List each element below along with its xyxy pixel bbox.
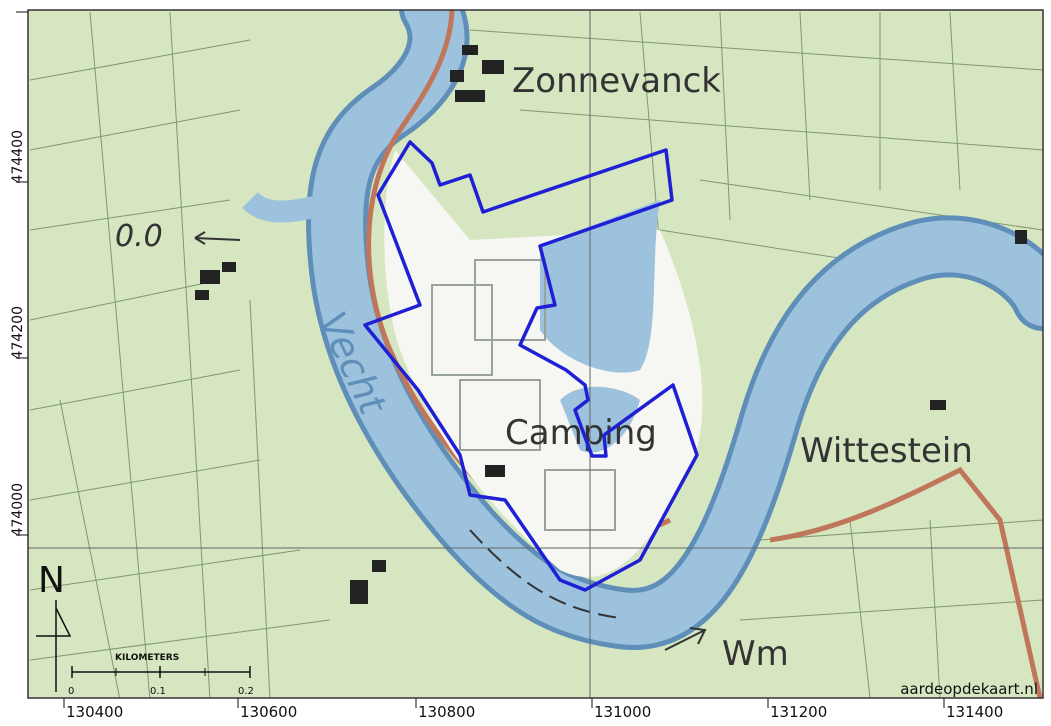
spot-height-arrow: [194, 231, 241, 245]
buildings: [195, 45, 1027, 604]
attribution-label[interactable]: aardeopdekaart.nl: [900, 680, 1038, 698]
x-tick-label: 130800: [418, 703, 475, 721]
x-tick-label: 131000: [594, 703, 651, 721]
scale-bar-tick: 0: [68, 686, 74, 697]
river-side-arm: [242, 189, 348, 223]
windmill-symbol: [664, 627, 707, 651]
camping-paths: [431, 259, 616, 531]
x-tick-label: 130400: [66, 703, 123, 721]
y-tick-label: 474400: [10, 130, 26, 183]
grid-lines: [28, 10, 1043, 698]
pond: [560, 386, 640, 453]
scale-bar-title: KILOMETERS: [115, 653, 179, 663]
place-label-wm: Wm: [722, 634, 789, 674]
project-boundary: [363, 140, 699, 592]
x-axis: 130400 130600 130800 131000 131200 13140…: [63, 698, 1003, 721]
map-frame: [27, 9, 1044, 699]
spot-height-label: 0.0: [115, 219, 163, 254]
scale-bar-tick: 0.1: [150, 686, 166, 697]
x-tick-label: 131200: [770, 703, 827, 721]
place-label-zonnevanck: Zonnevanck: [512, 61, 721, 101]
river-channel-line: [469, 529, 621, 619]
scale-bar-tick: 0.2: [238, 686, 254, 697]
y-tick-label: 474200: [10, 306, 26, 359]
place-label-wittestein: Wittestein: [800, 431, 973, 471]
north-arrow-head: [36, 607, 72, 637]
road-east: [769, 466, 1043, 698]
y-axis: 474400 474200 474000: [10, 11, 28, 536]
north-arrow-label: N: [38, 560, 65, 601]
place-label-camping: Camping: [505, 413, 657, 453]
y-tick-label: 474000: [10, 483, 26, 536]
field-lines: [29, 11, 1043, 698]
scale-bar: KILOMETERS 0 0.1 0.2: [68, 653, 254, 697]
x-tick-label: 130600: [240, 703, 297, 721]
north-arrow: N: [36, 560, 72, 692]
x-tick-label: 131400: [946, 703, 1003, 721]
pond: [540, 200, 660, 373]
map-content: Zonnevanck Camping Wittestein Wm Vecht 0…: [28, 10, 1043, 698]
